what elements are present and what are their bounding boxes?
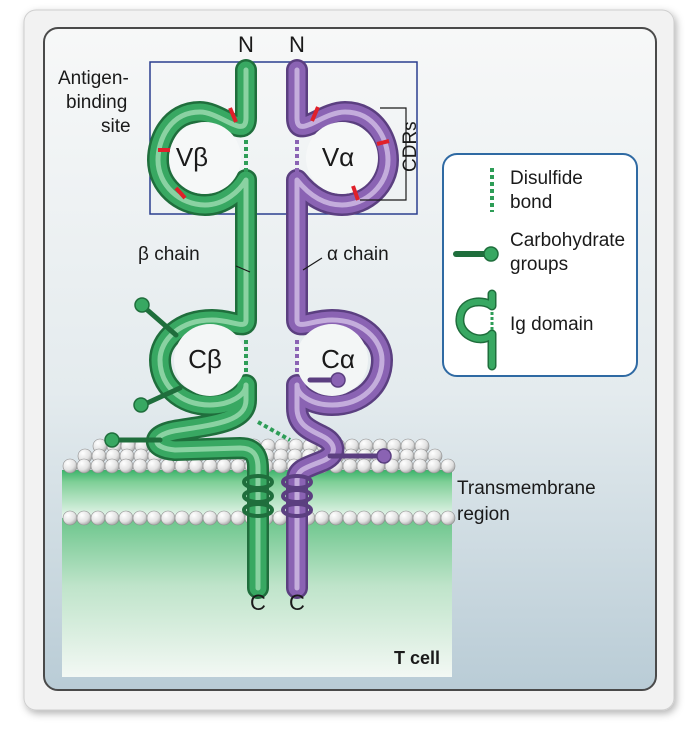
transmembrane-label-2: region <box>457 504 510 525</box>
lipid-head <box>76 458 92 474</box>
lipid-head <box>76 510 92 526</box>
legend-disulfide-2: bond <box>510 192 552 213</box>
n-terminus-alpha: N <box>289 32 305 57</box>
lipid-head <box>230 458 246 474</box>
v-alpha-domain <box>306 122 378 194</box>
cdr-bracket <box>360 107 407 201</box>
lipid-head <box>202 510 218 526</box>
lipid-head <box>104 458 120 474</box>
lipid-head <box>146 510 162 526</box>
lipid-head <box>62 458 78 474</box>
lipid-head <box>216 510 232 526</box>
lipid-head <box>384 510 400 526</box>
cdr-marks <box>158 106 390 201</box>
v-beta-label: Vβ <box>176 142 208 172</box>
lipid-head <box>202 458 218 474</box>
lipid-head <box>398 458 414 474</box>
legend-box <box>442 153 638 377</box>
c-alpha-label: Cα <box>321 344 355 374</box>
lipid-head <box>216 458 232 474</box>
antigen-site-label-1: Antigen- <box>58 68 129 89</box>
c-beta-label: Cβ <box>188 344 222 374</box>
lipid-head <box>314 510 330 526</box>
lipid-head <box>160 458 176 474</box>
lipid-head <box>426 510 442 526</box>
antigen-site-label-3: site <box>101 116 131 137</box>
beta-transmembrane-coil <box>242 474 274 518</box>
lipid-head <box>132 458 148 474</box>
lipid-head <box>272 458 288 474</box>
alpha-transmembrane-coil <box>281 474 313 518</box>
beta-chain-leader <box>235 265 251 273</box>
lipid-head <box>328 510 344 526</box>
lipid-head <box>132 510 148 526</box>
lipid-head <box>90 458 106 474</box>
v-beta-domain <box>169 122 241 194</box>
lipid-head <box>412 458 428 474</box>
alpha-chain-label: α chain <box>327 244 389 265</box>
lipid-head <box>412 510 428 526</box>
lipid-head <box>370 510 386 526</box>
lipid-head <box>160 510 176 526</box>
disulfide-bonds <box>244 140 299 442</box>
lipid-head <box>188 510 204 526</box>
alpha-chain-leader <box>302 257 323 271</box>
lipid-head <box>356 510 372 526</box>
transmembrane-label-1: Transmembrane <box>457 478 596 499</box>
lipid-head <box>174 458 190 474</box>
t-cell-label: T cell <box>394 648 440 668</box>
lipid-head <box>440 458 456 474</box>
lipid-head <box>174 510 190 526</box>
lipid-head <box>118 510 134 526</box>
legend-carbohydrate-icon <box>453 246 499 262</box>
lipid-head <box>230 510 246 526</box>
lipid-head <box>90 510 106 526</box>
lipid-head <box>356 458 372 474</box>
v-alpha-label: Vα <box>322 142 354 172</box>
legend: Disulfide bond Carbohydrate groups Ig do… <box>442 153 638 377</box>
lipid-head <box>146 458 162 474</box>
alpha-chain <box>286 59 399 599</box>
lipid-head <box>426 458 442 474</box>
lipid-head <box>188 458 204 474</box>
legend-carbohydrate-2: groups <box>510 254 568 275</box>
c-beta-domain <box>174 324 246 396</box>
beta-chain-label: β chain <box>138 244 200 265</box>
legend-disulfide-1: Disulfide <box>510 168 583 189</box>
cdrs-label: CDRs <box>400 121 421 172</box>
n-terminus-beta: N <box>238 32 254 57</box>
legend-carbohydrate-1: Carbohydrate <box>510 230 625 251</box>
lipid-head <box>118 458 134 474</box>
lipid-head <box>342 510 358 526</box>
carbohydrate-groups <box>104 297 392 464</box>
lipid-head <box>398 510 414 526</box>
antigen-binding-box <box>149 61 418 215</box>
c-terminus-alpha: C <box>289 590 305 615</box>
lipid-head <box>440 510 456 526</box>
c-terminus-beta: C <box>250 590 266 615</box>
legend-ig-domain: Ig domain <box>510 314 593 335</box>
lipid-head <box>104 510 120 526</box>
lipid-head <box>62 510 78 526</box>
antigen-site-label-2: binding <box>66 92 127 113</box>
lipid-head <box>342 458 358 474</box>
